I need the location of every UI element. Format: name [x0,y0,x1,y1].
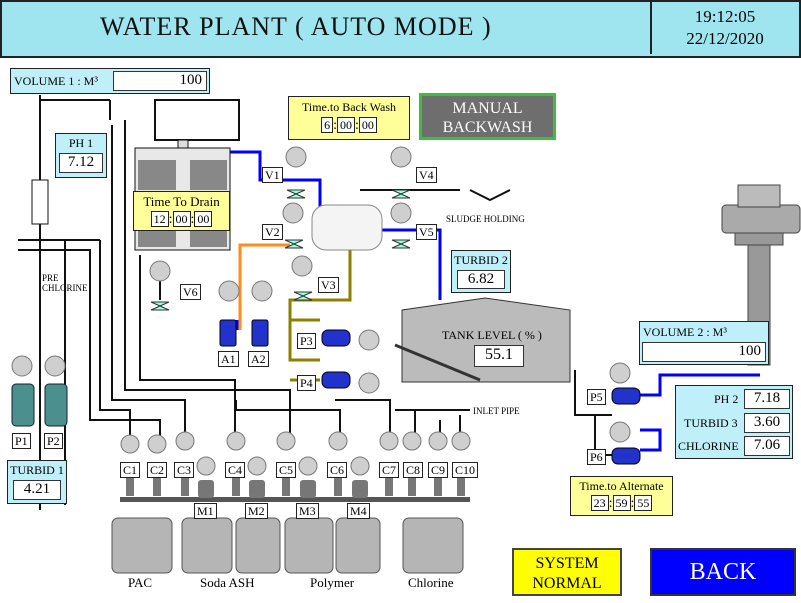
header-bar [0,0,801,58]
chlorine-label: CHLORINE [678,439,739,453]
page-title: WATER PLANT ( AUTO MODE ) [100,12,492,41]
dosing-label-c8: C8 [403,462,424,478]
backwash-timer-label: Time.to Back Wash [301,100,397,114]
pump-label-p1: P1 [12,433,31,449]
back-button[interactable]: BACK [650,548,796,596]
pump-label-p6: P6 [587,449,606,465]
alternate-timer-value: 23:59:55 [571,495,672,512]
valve-label-v1: V1 [262,167,283,183]
valve-label-v6: V6 [180,284,201,300]
valve-label-v3: V3 [318,277,339,293]
volume1-panel: VOLUME 1 : M³ 100 [10,68,210,94]
turbid3-value: 3.60 [744,413,790,433]
pump-label-p3: P3 [297,333,316,349]
dosing-label-c3: C3 [174,462,195,478]
tank-level-value: 55.1 [474,345,524,367]
pump-label-a1: A1 [218,351,239,367]
backwash-timer-value: 6:00:00 [289,117,409,134]
outlet-sensor-panel: PH 2 7.18 TURBID 3 3.60 CHLORINE 7.06 [675,385,793,459]
turbid1-label: TURBID 1 [10,463,64,477]
turbid2-panel: TURBID 2 6.82 [451,250,511,293]
mixer-label-m3: M3 [296,503,319,519]
volume1-value: 100 [113,71,207,91]
alternate-timer: Time.to Alternate 23:59:55 [570,476,673,516]
dosing-label-c5: C5 [276,462,297,478]
system-status-indicator: SYSTEM NORMAL [512,548,622,596]
manual-backwash-line1: MANUAL [452,100,523,117]
turbid1-panel: TURBID 1 4.21 [7,460,67,504]
manual-backwash-line2: BACKWASH [442,119,533,136]
ph1-label: PH 1 [68,136,94,150]
turbid2-value: 6.82 [457,270,505,289]
inlet-pipe-label: INLET PIPE [473,406,520,416]
mixer-label-m4: M4 [347,503,370,519]
ph1-value: 7.12 [59,153,103,173]
drain-timer: Time To Drain 12:00:00 [133,191,230,231]
pre-chlorine-line1: PRE [42,273,59,283]
chemical-label-chlorine: Chlorine [408,575,454,590]
dosing-label-c6: C6 [327,462,348,478]
ph1-panel: PH 1 7.12 [55,133,107,178]
ph2-label: PH 2 [714,392,739,406]
dosing-label-c9: C9 [428,462,449,478]
valve-label-v4: V4 [416,167,437,183]
status-line1: SYSTEM [535,555,599,572]
pump-label-p4: P4 [297,375,316,391]
dosing-label-c7: C7 [379,462,400,478]
chemical-label-pac: PAC [128,575,153,590]
pre-chlorine-label: PRE CHLORINE [42,273,88,293]
dosing-label-c1: C1 [120,462,141,478]
dosing-label-c4: C4 [225,462,246,478]
pump-label-p5: P5 [587,389,606,405]
volume2-label: VOLUME 2 : M³ [643,325,727,339]
status-line2: NORMAL [532,575,602,592]
clock-time: 19:12:05 [694,7,756,26]
chlorine-value: 7.06 [744,436,790,456]
volume2-value: 100 [642,342,766,362]
pump-label-a2: A2 [248,351,269,367]
drain-timer-value: 12:00:00 [134,211,229,228]
clock: 19:12:05 22/12/2020 [650,2,798,54]
drain-timer-label: Time To Drain [143,194,220,209]
turbid1-value: 4.21 [13,480,61,500]
mixer-label-m1: M1 [194,503,217,519]
mixer-label-m2: M2 [245,503,268,519]
turbid3-label: TURBID 3 [684,416,738,430]
pump-label-p2: P2 [44,433,63,449]
volume2-panel: VOLUME 2 : M³ 100 [639,321,769,365]
pre-chlorine-line2: CHLORINE [42,283,88,293]
volume1-label: VOLUME 1 : M³ [14,74,98,88]
ph2-value: 7.18 [744,389,790,409]
turbid2-label: TURBID 2 [454,253,508,267]
backwash-timer: Time.to Back Wash 6:00:00 [288,96,410,140]
tank-level-label: TANK LEVEL ( % ) [442,328,542,342]
sludge-holding-label: SLUDGE HOLDING [446,214,525,224]
valve-label-v5: V5 [416,224,437,240]
alternate-timer-label: Time.to Alternate [579,479,664,493]
chemical-label-polymer: Polymer [310,575,355,590]
dosing-label-c2: C2 [147,462,168,478]
dosing-label-c10: C10 [452,462,479,478]
valve-label-v2: V2 [262,224,283,240]
clock-date: 22/12/2020 [686,29,764,48]
manual-backwash-button[interactable]: MANUAL BACKWASH [419,93,556,140]
chemical-label-soda-ash: Soda ASH [200,575,255,590]
